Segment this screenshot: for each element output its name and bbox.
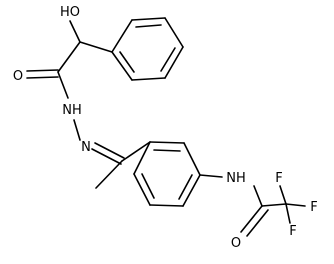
bond-cf-1: [279, 185, 287, 205]
label-fluorine-2: F: [310, 200, 317, 215]
bond-tfa-co-2: [246, 209, 269, 237]
bond-ring3: [182, 174, 201, 207]
bond-ph4: [164, 46, 184, 79]
bond-ph6: [111, 51, 133, 81]
label-hydrazide-nh: NH: [62, 103, 82, 118]
bond-ring5: [133, 173, 151, 206]
label-tfa-carbonyl-o: O: [231, 236, 241, 251]
bond-ph-inner3: [119, 51, 135, 73]
atom-labels: HO O NH N NH O F F F: [13, 5, 318, 251]
bond-tfa-co-1: [240, 205, 263, 233]
bond-n-c-2: [94, 142, 125, 159]
bond-c-methyl: [95, 160, 123, 189]
bond-ring-inner2: [178, 174, 193, 200]
bond-ph1: [111, 19, 133, 53]
bond-c-ring: [121, 141, 151, 162]
bond-ph3: [164, 17, 184, 48]
bond-ph-inner2: [160, 47, 176, 72]
label-imine-n: N: [81, 140, 91, 155]
label-anilide-nh: NH: [226, 171, 246, 186]
bond-ring4: [149, 204, 184, 207]
bond-calpha-cco: [57, 41, 81, 73]
bond-ph5: [131, 77, 166, 81]
bond-co-1: [26, 69, 59, 72]
bond-ring-nh: [199, 174, 223, 178]
bond-c-cf3: [261, 203, 287, 207]
bond-ring2: [183, 142, 201, 176]
bond-c-phenyl: [79, 41, 113, 53]
bond-co-2: [26, 76, 59, 79]
label-fluorine-1: F: [275, 171, 282, 186]
bond-c-oh: [69, 20, 81, 43]
bonds: [26, 17, 306, 237]
bond-n-c-1: [91, 148, 122, 165]
bond-nh-c: [253, 185, 263, 207]
bond-ring1: [149, 141, 185, 144]
bond-cf-2: [285, 203, 306, 207]
label-hydroxyl: HO: [60, 5, 80, 20]
bond-c-nh: [57, 71, 69, 99]
bond-ring6: [133, 141, 151, 175]
bond-ph-inner1: [135, 24, 162, 28]
bond-ring-inner3: [141, 173, 155, 199]
label-fluorine-3: F: [289, 224, 296, 239]
label-amide-carbonyl-o: O: [13, 69, 23, 84]
bond-nh-n: [73, 119, 81, 141]
bond-ring-inner1: [153, 149, 181, 152]
bond-cf-3: [285, 203, 291, 224]
bond-ph2: [131, 17, 166, 21]
